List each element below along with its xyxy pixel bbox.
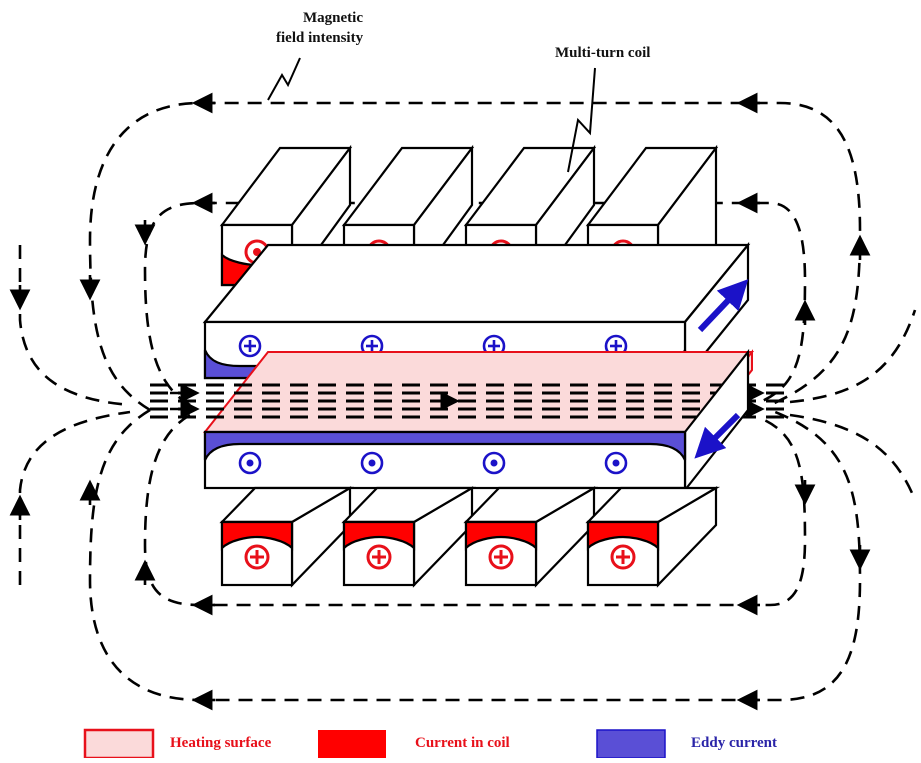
coil-leader (567, 67, 596, 173)
field-line-far-right-bottom (789, 413, 917, 501)
gap-field-lines (150, 383, 790, 419)
multi-turn-coil-label: Multi-turn coil (555, 45, 651, 61)
lower-coil-bar-3 (463, 486, 599, 588)
field-loop-outer-bottom (88, 408, 862, 702)
legend-eddy-label: Eddy current (691, 735, 777, 751)
legend-heating-swatch (83, 728, 155, 760)
lower-coil-bar-4 (585, 486, 721, 588)
lower-plate (203, 348, 750, 494)
magnetic-field-label-line2: field intensity (276, 30, 364, 46)
field-line-far-left-top (18, 245, 131, 407)
field-line-far-left-bottom (18, 410, 131, 585)
legend-heating-label: Heating surface (170, 735, 272, 751)
field-loop-outer-top (88, 101, 862, 412)
legend-coil-swatch (318, 730, 386, 758)
lower-coil-bars (219, 486, 721, 588)
field-arrows (9, 92, 871, 711)
annotation-leaders (267, 57, 596, 173)
legend-eddy-swatch (596, 729, 666, 759)
field-line-far-right-top (789, 309, 917, 404)
magnetic-field-label-line1: Magnetic (303, 10, 363, 26)
lower-coil-bar-2 (341, 486, 477, 588)
legend-coil-label: Current in coil (415, 735, 510, 751)
lower-coil-bar-1 (219, 486, 355, 588)
magnetic-leader (267, 57, 301, 101)
lower-eddy-dot-symbols (238, 451, 628, 475)
